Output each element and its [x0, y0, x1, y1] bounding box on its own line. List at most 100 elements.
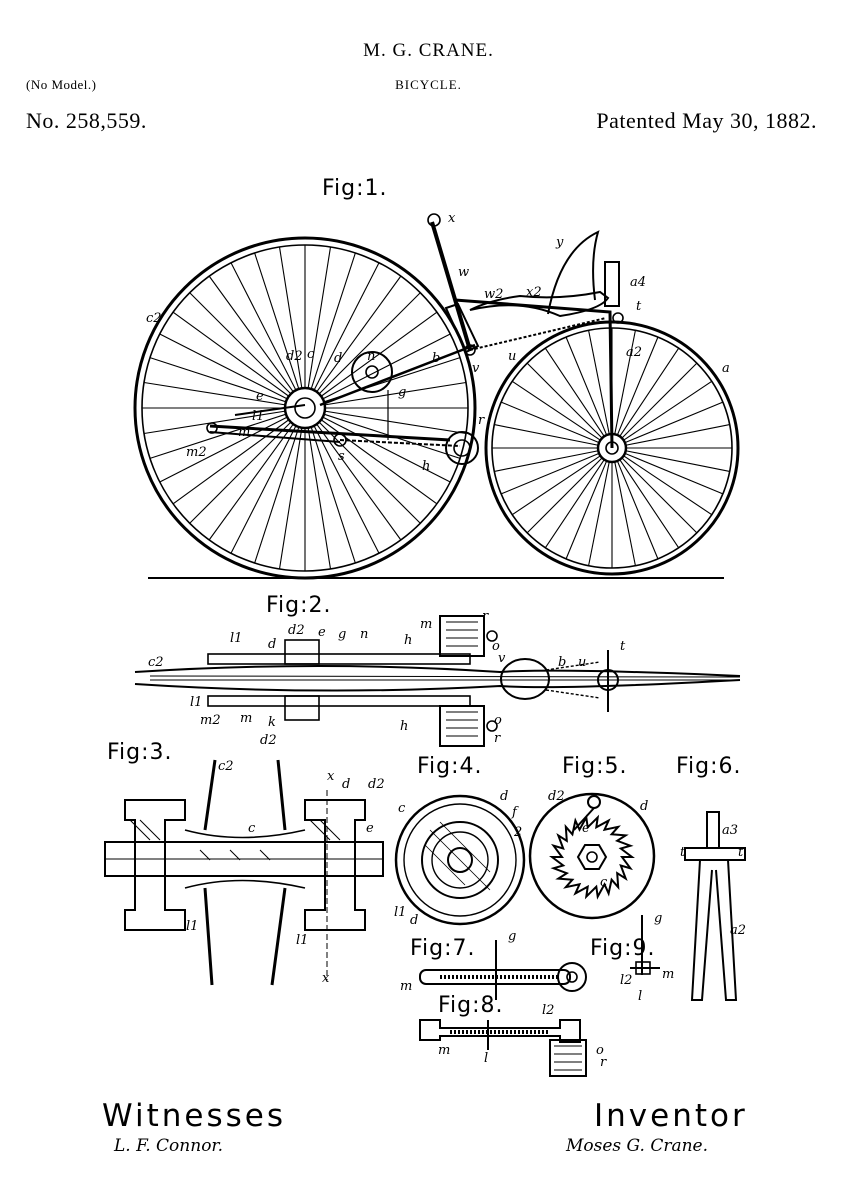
wheel-spoke — [318, 421, 421, 524]
callout: m — [420, 617, 432, 632]
callout: l1 — [186, 919, 198, 934]
wheel-spoke — [322, 333, 451, 400]
wheel-spoke — [500, 401, 600, 444]
callout: u — [578, 655, 586, 670]
wheel-spoke — [143, 410, 286, 435]
callout: c — [248, 821, 256, 836]
wheel-spoke — [143, 381, 286, 406]
wheel-spoke — [623, 455, 713, 516]
wheel-spoke — [149, 413, 287, 459]
fig4-label: Fig:4. — [417, 754, 483, 779]
wheel-spoke — [230, 425, 297, 554]
callout: d2 — [368, 777, 385, 792]
chain-lower — [339, 439, 461, 447]
fig4-drawing — [394, 794, 526, 926]
callout: v — [472, 361, 480, 376]
fig3-left-flange — [124, 799, 186, 931]
wheel-spoke — [511, 380, 601, 441]
callout: c — [307, 347, 315, 362]
callout: m — [400, 979, 412, 994]
wheel-spoke — [254, 426, 300, 564]
callout: c2 — [148, 655, 164, 670]
callout: d — [410, 913, 418, 928]
callout: t — [620, 639, 626, 654]
wheel-spoke — [526, 457, 603, 534]
callout: d2 — [288, 623, 305, 638]
seat-spring — [547, 230, 600, 315]
callout: t — [636, 299, 642, 314]
callout: w — [458, 265, 469, 280]
wheel-spoke — [511, 455, 601, 516]
wheel-spoke — [624, 401, 724, 444]
wheel-spoke — [494, 424, 599, 446]
callout: d2 — [260, 733, 277, 748]
wheel-spoke — [624, 452, 724, 495]
wheel-spoke — [318, 292, 421, 395]
callout: m2 — [200, 713, 221, 728]
wheel-spoke — [565, 336, 608, 436]
wheel-spoke — [310, 426, 356, 564]
wheel-spoke — [625, 450, 730, 472]
pulley — [351, 351, 393, 393]
wheel-spoke — [619, 347, 680, 437]
callout: l2 — [620, 973, 632, 988]
callout: d2 — [548, 789, 565, 804]
drive-chain-upper — [469, 317, 607, 351]
callout: l1 — [394, 905, 406, 920]
fig2-ratchet-box-top — [439, 615, 485, 657]
callout: o — [596, 1043, 604, 1058]
callout: d — [268, 637, 276, 652]
wheel-spoke — [588, 330, 610, 435]
fig9-drawing — [630, 915, 660, 975]
wheel-spoke — [623, 380, 713, 441]
wheel-spoke — [621, 362, 698, 439]
fig2-drawing — [134, 615, 741, 747]
fig2-head — [500, 658, 550, 700]
wheel-spoke — [322, 416, 451, 483]
inventor-name: M. G. CRANE. — [363, 40, 494, 61]
fig6-drawing — [684, 811, 746, 1001]
callout: e — [366, 821, 374, 836]
callout: c2 — [146, 311, 162, 326]
wheel-spoke — [307, 427, 332, 570]
invention-title: BICYCLE. — [395, 77, 462, 92]
callout: b — [558, 655, 566, 670]
ratchet-gear — [445, 431, 479, 465]
callout: c — [600, 875, 608, 890]
wheel-spoke — [316, 423, 402, 541]
wheel-spoke — [316, 275, 402, 393]
pedal-pivot — [333, 433, 347, 447]
fig8-drawing — [419, 1019, 587, 1077]
callout: d — [342, 777, 350, 792]
callout: a4 — [630, 275, 646, 290]
callout: l1 — [252, 409, 264, 424]
fig2-ratchet-box-bottom — [439, 705, 485, 747]
callout: a — [722, 361, 730, 376]
callout: r — [600, 1055, 607, 1070]
callout: u — [508, 349, 516, 364]
wheel-spoke — [172, 311, 290, 397]
seat-post — [604, 261, 620, 307]
wheel-spoke — [313, 262, 380, 391]
witnesses-heading: Witnesses — [102, 1098, 286, 1134]
callout: x2 — [526, 285, 542, 300]
patent-date: Patented May 30, 1882. — [596, 108, 817, 133]
wheel-spoke — [159, 333, 288, 400]
fig9-label: Fig:9. — [590, 936, 656, 961]
callout: m — [438, 1043, 450, 1058]
callout: h — [404, 633, 412, 648]
wheel-spoke — [621, 457, 698, 534]
callout: e — [256, 389, 264, 404]
callout: n — [360, 627, 368, 642]
fig1-drawing — [133, 213, 740, 580]
callout-labels: x w y a4 w2 x2 t c2 d2 c d n b v u a2 a … — [146, 211, 746, 1070]
wheel-spoke — [310, 252, 356, 390]
fig3-right-flange — [304, 799, 366, 931]
wheel-spoke — [616, 336, 659, 436]
wheel-spoke — [313, 425, 380, 554]
patent-number: No. 258,559. — [26, 108, 147, 133]
fig1-label: Fig:1. — [322, 176, 388, 201]
treadle-lever — [209, 424, 451, 442]
wheel-spoke — [278, 246, 303, 389]
small-wheel-rim — [484, 320, 740, 576]
